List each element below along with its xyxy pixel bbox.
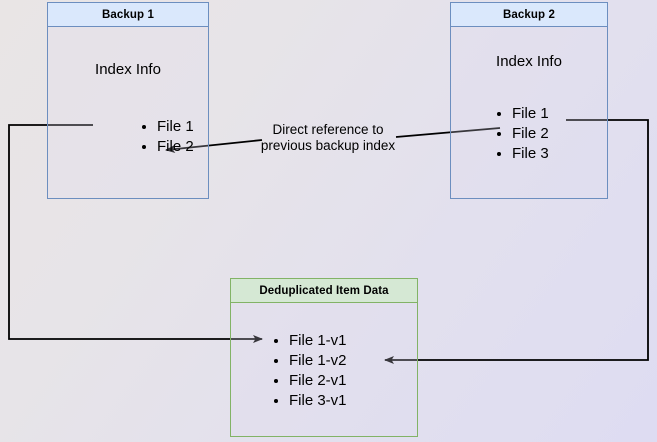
list-item: File 2-v1 (272, 371, 347, 391)
list-item: File 2 (140, 137, 194, 157)
node-backup-2-header: Backup 2 (451, 3, 607, 27)
list-item: File 1-v1 (272, 331, 347, 351)
node-backup-2[interactable]: Backup 2 Index Info File 1 File 2 File 3 (450, 2, 608, 199)
node-deduplicated-item-data-file-list: File 1-v1 File 1-v2 File 2-v1 File 3-v1 (272, 331, 347, 411)
edge-label-direct-reference: Direct reference to previous backup inde… (258, 122, 398, 154)
node-deduplicated-item-data-header: Deduplicated Item Data (231, 279, 417, 303)
node-backup-2-header-label: Backup 2 (503, 8, 555, 21)
node-deduplicated-item-data-header-label: Deduplicated Item Data (259, 284, 389, 297)
node-deduplicated-item-data[interactable]: Deduplicated Item Data File 1-v1 File 1-… (230, 278, 418, 437)
list-item: File 3-v1 (272, 391, 347, 411)
list-item: File 2 (495, 124, 549, 144)
node-backup-1-subtitle: Index Info (95, 61, 161, 78)
edge-label-line-2: previous backup index (260, 138, 396, 153)
node-backup-2-file-list: File 1 File 2 File 3 (495, 104, 549, 164)
list-item: File 3 (495, 144, 549, 164)
node-backup-2-subtitle: Index Info (496, 53, 562, 70)
node-backup-1-header-label: Backup 1 (102, 8, 154, 21)
edge-label-line-1: Direct reference to (272, 122, 384, 137)
node-backup-1-file-list: File 1 File 2 (140, 117, 194, 157)
node-backup-1-header: Backup 1 (48, 3, 208, 27)
list-item: File 1-v2 (272, 351, 347, 371)
node-backup-1[interactable]: Backup 1 Index Info File 1 File 2 (47, 2, 209, 199)
list-item: File 1 (495, 104, 549, 124)
list-item: File 1 (140, 117, 194, 137)
